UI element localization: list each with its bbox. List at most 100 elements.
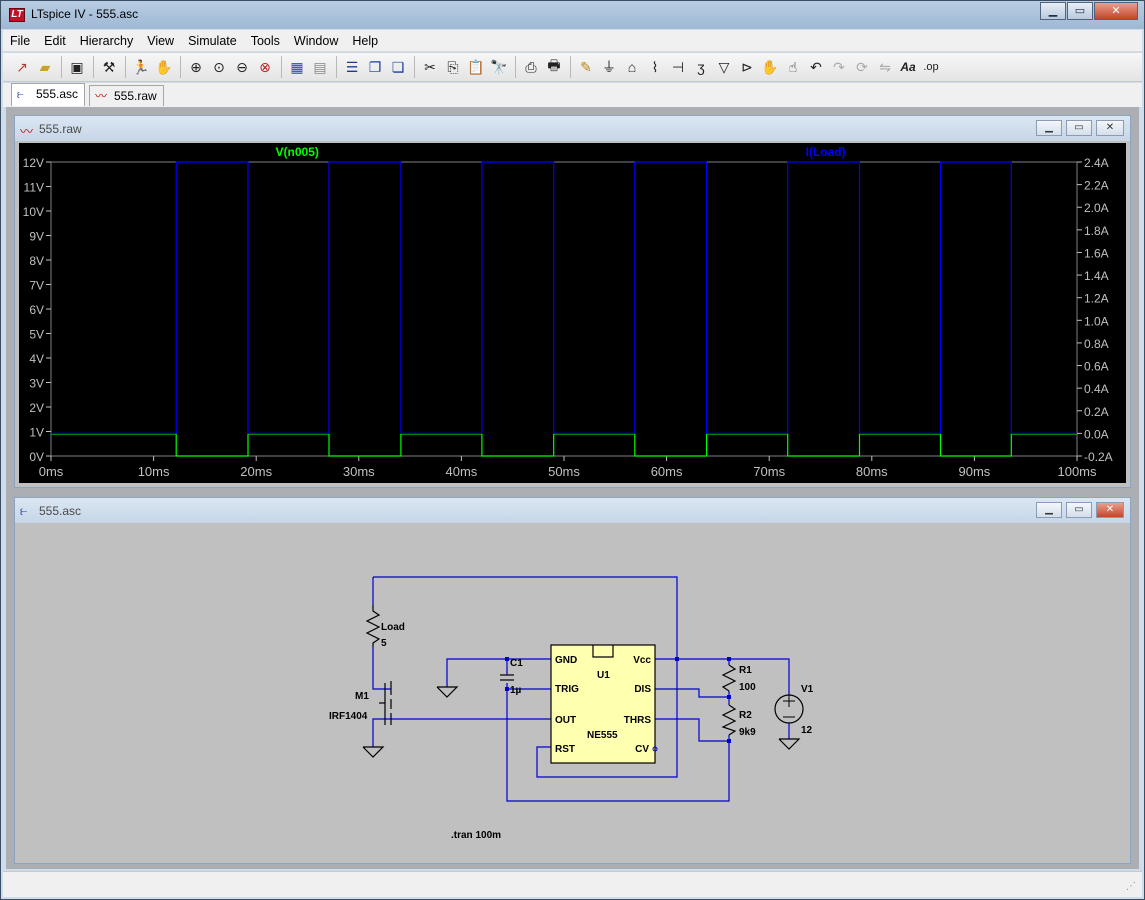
save-icon[interactable]: ▣ <box>70 58 84 75</box>
zoom-cancel-icon[interactable]: ⊗ <box>259 58 271 75</box>
copy-icon[interactable]: ⎘ <box>447 58 459 75</box>
r2-value: 9k9 <box>739 727 756 738</box>
toolbar-separator <box>61 56 62 78</box>
schematic-drawing[interactable]: Load 5 M1 IRF1404 C1 1µ U1 NE555 R1 100 … <box>19 525 1126 861</box>
schematic-canvas[interactable]: Load 5 M1 IRF1404 C1 1µ U1 NE555 R1 100 … <box>19 525 1126 859</box>
cascade-icon[interactable]: ❐ <box>368 58 382 75</box>
find-icon[interactable]: 🔭 <box>490 58 508 75</box>
toolbar-separator <box>515 56 516 78</box>
y-tick-label-right: 1.6A <box>1084 246 1109 260</box>
menu-help[interactable]: Help <box>352 33 379 48</box>
wire <box>373 576 678 659</box>
move-icon[interactable]: ✋ <box>761 58 779 75</box>
mirror-icon[interactable]: ⇋ <box>879 58 891 75</box>
drag-icon[interactable]: ☝ <box>788 58 798 75</box>
ground-symbol <box>778 738 801 750</box>
autorange-icon[interactable]: ▦ <box>290 58 304 75</box>
toolbar-separator <box>93 56 94 78</box>
control-panel-icon[interactable]: ⚒ <box>102 58 116 75</box>
resistor-icon[interactable]: ⌇ <box>651 58 659 75</box>
maximize-button[interactable]: ▭ <box>1066 502 1092 518</box>
text-icon[interactable]: Aa <box>900 60 916 74</box>
pin-thrs: THRS <box>624 715 652 726</box>
trace-label-i-load: I(Load) <box>806 145 846 159</box>
schematic-icon: ⥼ <box>20 503 28 518</box>
component-icon[interactable]: ⊳ <box>741 58 753 75</box>
maximize-button[interactable]: ▭ <box>1066 120 1092 136</box>
label-net-icon[interactable]: ⌂ <box>627 59 637 75</box>
pin-out: OUT <box>555 715 576 726</box>
rotate-icon[interactable]: ⟳ <box>856 58 868 75</box>
schematic-title-bar[interactable]: ⥼ 555.asc ▁ ▭ ✕ <box>15 498 1130 523</box>
menu-window[interactable]: Window <box>293 33 339 48</box>
close-button[interactable]: ✕ <box>1096 120 1124 136</box>
y-tick-label-left: 10V <box>23 205 44 219</box>
paste-icon[interactable]: 📋 <box>467 58 485 75</box>
ne555-body[interactable] <box>550 644 656 764</box>
capacitor-icon[interactable]: ⊣ <box>671 58 685 75</box>
y-tick-label-right: 2.2A <box>1084 179 1109 193</box>
close-button[interactable]: ✕ <box>1094 2 1138 20</box>
title-bar[interactable]: LT LTspice IV - 555.asc ▁ ▭ ✕ <box>1 1 1144 29</box>
mosfet-name: M1 <box>355 691 369 702</box>
open-icon[interactable]: ▰ <box>39 58 51 75</box>
load-value: 5 <box>381 638 387 649</box>
menu-simulate[interactable]: Simulate <box>188 33 237 48</box>
tab-555-asc[interactable]: ⥼ 555.asc <box>11 83 86 106</box>
c1-name: C1 <box>510 658 523 669</box>
toolbar: ↗ ▰ ▣ ⚒ 🏃 ✋ ⊕ ⊙ ⊖ ⊗ ▦ ▤ ☰ ❐ ❏ ✂ ⎘ 📋 🔭 ⎙ … <box>3 52 1142 82</box>
tile-vertical-icon[interactable]: ❏ <box>391 58 405 75</box>
tab-555-raw[interactable]: 〰 555.raw <box>89 85 164 106</box>
ne555-notch <box>592 645 614 658</box>
maximize-button[interactable]: ▭ <box>1067 2 1093 20</box>
inductor-icon[interactable]: ʒ <box>697 59 705 75</box>
print-icon[interactable]: 🖶 <box>547 57 561 73</box>
menu-file[interactable]: File <box>10 33 31 48</box>
run-icon[interactable]: 🏃 <box>132 58 150 75</box>
pin-dis: DIS <box>634 684 651 695</box>
zoom-out-icon[interactable]: ⊖ <box>236 58 248 75</box>
y-tick-label-right: 1.8A <box>1084 224 1109 238</box>
cut-icon[interactable]: ✂ <box>424 58 436 75</box>
minimize-button[interactable]: ▁ <box>1036 502 1062 518</box>
tile-horizontal-icon[interactable]: ☰ <box>345 58 359 75</box>
undo-icon[interactable]: ↶ <box>810 58 822 75</box>
menu-hierarchy[interactable]: Hierarchy <box>79 33 134 48</box>
zoom-in-icon[interactable]: ⊕ <box>190 58 202 75</box>
pin-vcc: Vcc <box>633 655 651 666</box>
waveform-icon: 〰 <box>95 89 108 103</box>
x-tick-label: 30ms <box>343 464 375 479</box>
resize-grip-icon[interactable]: ⋰ <box>1126 881 1136 892</box>
ground-icon[interactable]: ⏚ <box>602 59 616 75</box>
print-setup-icon[interactable]: ⎙ <box>525 58 537 75</box>
menu-tools[interactable]: Tools <box>250 33 280 48</box>
spice-directive-icon[interactable]: .op <box>923 61 939 73</box>
toolbar-separator <box>281 56 282 78</box>
pan-icon[interactable]: ✋ <box>155 58 173 75</box>
waveform-title-bar[interactable]: 〰 555.raw ▁ ▭ ✕ <box>15 116 1130 141</box>
junction-dot <box>505 687 509 691</box>
component-symbols <box>362 605 804 758</box>
new-schematic-icon[interactable]: ↗ <box>16 58 28 75</box>
menu-view[interactable]: View <box>147 33 175 48</box>
spice-directive[interactable]: .tran 100m <box>451 830 501 841</box>
ic-name: U1 <box>597 670 610 681</box>
wire <box>446 658 551 687</box>
minimize-button[interactable]: ▁ <box>1036 120 1062 136</box>
menu-edit[interactable]: Edit <box>44 33 66 48</box>
menu-bar: File Edit Hierarchy View Simulate Tools … <box>3 30 1142 51</box>
draw-wire-icon[interactable]: ✎ <box>580 58 592 75</box>
redo-icon[interactable]: ↷ <box>833 58 845 75</box>
close-button[interactable]: ✕ <box>1096 502 1124 518</box>
x-tick-label: 10ms <box>138 464 170 479</box>
series-v-n005 <box>51 433 1077 457</box>
waveform-chart[interactable]: 12V11V10V9V8V7V6V5V4V3V2V1V0V2.4A2.2A2.0… <box>19 143 1126 485</box>
minimize-button[interactable]: ▁ <box>1040 2 1066 20</box>
diode-icon[interactable]: ▽ <box>718 58 730 75</box>
zoom-full-icon[interactable]: ⊙ <box>213 58 225 75</box>
wire <box>536 659 678 778</box>
grid-icon[interactable]: ▤ <box>313 58 327 75</box>
